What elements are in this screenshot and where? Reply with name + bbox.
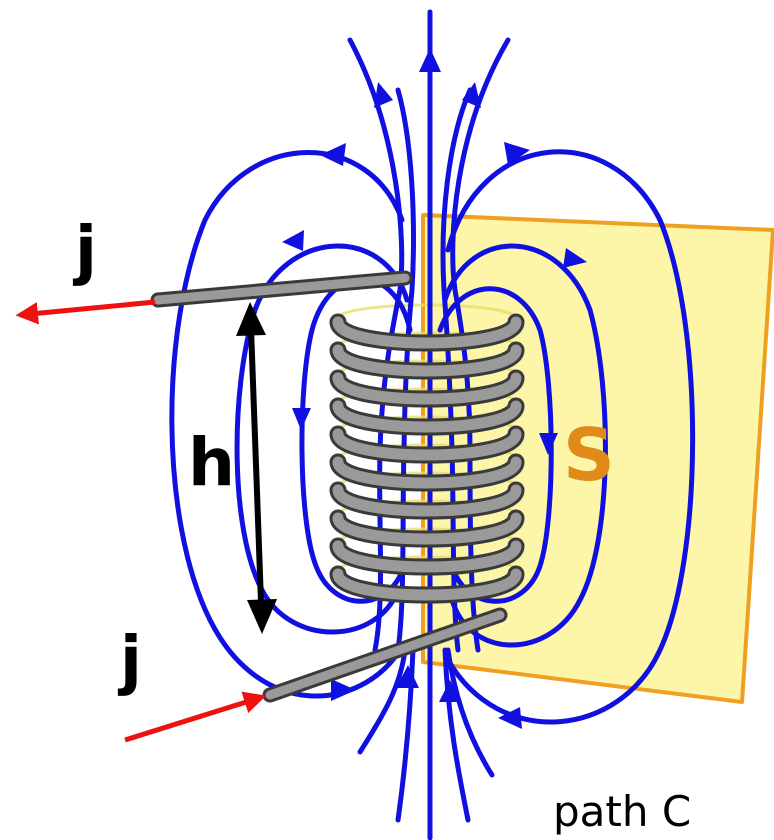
label-path-c: path C (553, 787, 691, 836)
arrowhead-left-inner-down-icon (292, 408, 311, 430)
label-s: S (563, 413, 615, 497)
field-line-bottom-inner-right (442, 647, 471, 823)
field-line-bottom-left (357, 647, 408, 755)
arrowhead-axis-up-icon (419, 48, 441, 72)
arrowhead-right-outer-icon (504, 142, 530, 165)
current-arrows (15, 299, 267, 743)
label-j-bottom: j (117, 624, 142, 698)
arrowhead-up-right-icon (462, 82, 481, 108)
arrowhead-up-left-icon (374, 82, 393, 108)
arrowhead-right-mid-icon (563, 248, 587, 268)
current-arrow-in-icon (124, 691, 267, 743)
coil-back-turns (334, 303, 520, 573)
label-h: h (188, 424, 235, 501)
arrowhead-bottom-mid-right-icon (439, 680, 461, 702)
field-line-right-outer (445, 149, 696, 725)
field-line-left-mid (234, 243, 410, 635)
height-arrow (236, 302, 277, 634)
label-j-top: j (72, 214, 97, 288)
solenoid-coil (329, 313, 525, 604)
arrowhead-left-mid-icon (282, 230, 304, 251)
arrowhead-bottom-mid-left-icon (396, 665, 419, 688)
height-arrow-bottom-icon (247, 599, 277, 634)
lead-wires (150, 270, 508, 703)
field-line-left-outer (169, 150, 405, 699)
field-line-right-mid (442, 243, 608, 648)
arrowhead-left-outer-icon (320, 143, 346, 166)
current-arrow-out-icon (15, 299, 156, 325)
arrowhead-bottom-right-icon (498, 707, 522, 729)
arrowhead-bottom-left-icon (331, 679, 356, 701)
height-arrow-top-icon (236, 302, 266, 336)
arrowhead-right-inner-down-icon (539, 433, 558, 455)
field-arrowheads (282, 48, 587, 729)
